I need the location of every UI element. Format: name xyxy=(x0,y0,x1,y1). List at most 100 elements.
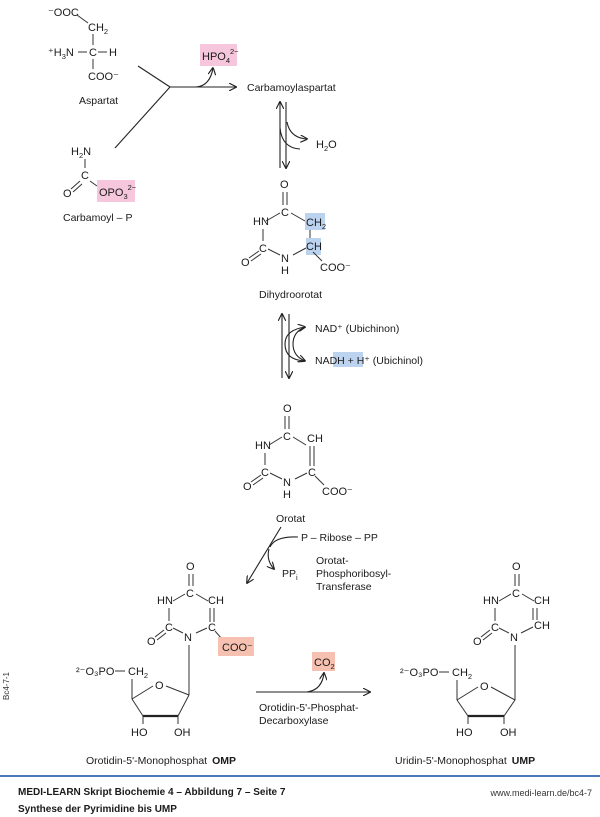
phosphate-group: OPO32− xyxy=(99,183,137,201)
footer-subtitle: Synthese der Pyrimidine bis UMP xyxy=(18,804,177,815)
enzyme-label-decarboxylase: Orotidin-5'-Phosphat- xyxy=(259,702,359,714)
co2-release-arrow xyxy=(306,673,324,693)
ch-highlight xyxy=(306,238,321,255)
alpha-carbon: C xyxy=(89,47,97,59)
prpp-input-curve xyxy=(269,536,299,548)
nitrogen: N xyxy=(281,253,289,265)
phosphate-group: ²⁻O₃PO xyxy=(76,666,115,678)
carbon: C xyxy=(512,588,520,600)
nh-group: HN xyxy=(253,216,269,228)
oxygen: O xyxy=(241,257,250,269)
dihydroorotat-molecule: O C HN CH2 C CH N H O COO⁻ Dihydroorotat xyxy=(241,179,351,301)
carbon: C xyxy=(283,431,291,443)
figure-code: Bc4-7-1 xyxy=(2,671,11,700)
oxygen: O xyxy=(512,561,521,573)
carbon: C xyxy=(165,622,173,634)
carbonyl-carbon: C xyxy=(81,170,89,182)
nitrogen: N xyxy=(283,477,291,489)
amine-group: H2N xyxy=(71,146,91,160)
nh-group: HN xyxy=(255,440,271,452)
nad-oxidized-label: NAD⁺ (Ubichinon) xyxy=(315,323,399,335)
footer-title: MEDI-LEARN Skript Biochemie 4 – Abbildun… xyxy=(18,787,286,798)
footer-divider xyxy=(0,775,600,777)
prpp-label: P – Ribose – PP xyxy=(301,532,378,544)
phosphate-group: ²⁻O₃PO xyxy=(400,667,439,679)
carboxylate-group: COO⁻ xyxy=(320,262,351,274)
water-release-arrow xyxy=(286,121,307,139)
ring-oxygen: O xyxy=(480,681,489,693)
carbon: C xyxy=(259,243,267,255)
carboxylate-group: COO⁻ xyxy=(222,642,253,654)
dihydroorotat-label: Dihydroorotat xyxy=(259,289,322,301)
nad-curve-outer xyxy=(284,327,305,362)
carbon: C xyxy=(208,622,216,634)
carbamoylaspartat-label: Carbamoylaspartat xyxy=(247,82,336,94)
phosphate-release-arrow xyxy=(195,68,213,88)
amino-group: ⁺H3N xyxy=(48,47,74,61)
ppi-label: PPi xyxy=(282,568,298,582)
water-curve xyxy=(279,127,301,150)
carbamoyl-p-label: Carbamoyl – P xyxy=(63,212,132,224)
oxygen: O xyxy=(186,561,195,573)
aspartat-label: Aspartat xyxy=(79,95,118,107)
carbonyl-oxygen: O xyxy=(63,188,72,200)
ch-group: CH xyxy=(534,595,550,607)
coo-highlight xyxy=(218,637,254,656)
oxygen: O xyxy=(147,636,156,648)
co2-highlight xyxy=(312,652,335,671)
enzyme-label-oprt: Orotat- xyxy=(316,555,349,567)
oxygen: O xyxy=(473,636,482,648)
nad-reduced-label: NADH + H⁺ (Ubichinol) xyxy=(315,355,423,367)
carbon: C xyxy=(491,622,499,634)
carbon: C xyxy=(308,467,316,479)
hpo4-product: HPO42− xyxy=(202,47,239,65)
ch2-group: CH2 xyxy=(88,22,108,36)
omp-molecule: O C HN CH C C N O COO⁻ ²⁻O₃PO CH2 O H xyxy=(76,561,254,767)
nitrogen: N xyxy=(184,632,192,644)
carboxylate-group: COO⁻ xyxy=(322,486,353,498)
co2-product: CO2 xyxy=(314,657,335,671)
ch-group: CH xyxy=(306,241,322,253)
phosphate-highlight xyxy=(97,180,135,202)
oprt-arrow xyxy=(247,526,282,583)
reaction-line-aspartat xyxy=(137,65,171,88)
ch2-highlight xyxy=(305,213,325,230)
ch-group: CH xyxy=(534,620,550,632)
nitrogen: N xyxy=(510,632,518,644)
hydroxyl-group: HO xyxy=(456,727,473,739)
hydroxyl-group: HO xyxy=(131,727,148,739)
hydroxyl-group: OH xyxy=(174,727,191,739)
oxygen: O xyxy=(283,403,292,415)
ch-group: CH xyxy=(208,595,224,607)
ump-molecule: O C HN CH C CH N O ²⁻O₃PO CH2 O HO OH Ur… xyxy=(395,561,550,767)
carbon: C xyxy=(186,588,194,600)
orotat-molecule: O C HN CH C C N H O COO⁻ Orotat xyxy=(243,403,353,525)
ch2-group: CH2 xyxy=(128,666,148,680)
oxygen: O xyxy=(280,179,289,191)
nh-group: HN xyxy=(483,595,499,607)
hydroxyl-group: OH xyxy=(500,727,517,739)
hydrogen: H xyxy=(109,47,117,59)
footer-url-link[interactable]: www.medi-learn.de/bc4-7 xyxy=(490,788,592,798)
reaction-line-carbamoyl xyxy=(114,86,171,149)
hpo4-highlight xyxy=(200,44,237,66)
nh-group: HN xyxy=(157,595,173,607)
ch2-group: CH2 xyxy=(306,217,326,231)
nadh-highlight xyxy=(333,352,363,367)
carbamoyl-phosphate-molecule: H2N C O OPO32− Carbamoyl – P xyxy=(63,146,137,224)
ring-oxygen: O xyxy=(155,680,164,692)
carboxylate-group: ⁻OOC xyxy=(48,7,79,19)
enzyme-label-oprt: Transferase xyxy=(316,581,372,593)
ch2-group: CH2 xyxy=(452,667,472,681)
nad-curve-inner xyxy=(292,326,305,361)
ppi-release-arrow xyxy=(268,548,274,569)
hydrogen: H xyxy=(281,265,289,277)
hydrogen: H xyxy=(283,489,291,501)
aspartat-molecule: ⁻OOC CH2 ⁺H3N C H COO⁻ Aspartat xyxy=(48,7,119,107)
enzyme-label-decarboxylase: Decarboxylase xyxy=(259,715,329,727)
orotat-label: Orotat xyxy=(276,513,305,525)
ch-group: CH xyxy=(307,433,323,445)
carbon: C xyxy=(261,467,269,479)
